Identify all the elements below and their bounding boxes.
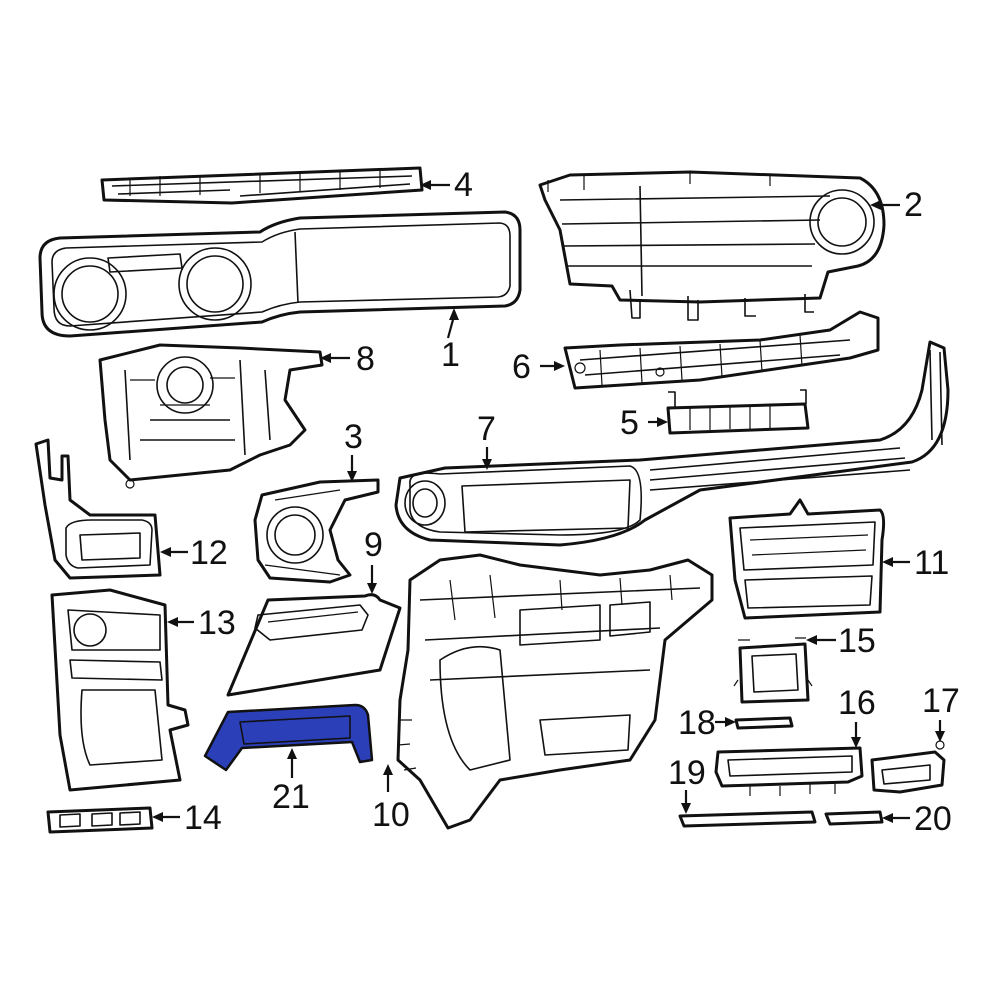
callout-9: 9 <box>364 526 383 564</box>
callout-4: 4 <box>454 166 473 204</box>
callout-10: 10 <box>372 796 410 834</box>
part-4-trim-strip <box>100 166 424 205</box>
callout-17: 17 <box>922 682 960 720</box>
callout-7: 7 <box>477 410 496 448</box>
callout-18: 18 <box>678 704 716 742</box>
part-12-side-bezel <box>34 438 162 580</box>
part-17-switch-block <box>870 740 946 794</box>
part-13-console-panel <box>50 588 190 792</box>
callout-8: 8 <box>356 340 375 378</box>
callout-20: 20 <box>914 800 952 838</box>
callout-1: 1 <box>441 336 460 374</box>
part-19-strip <box>678 810 817 828</box>
part-7-instrument-panel <box>394 340 950 547</box>
part-21-highlighted-tray <box>203 703 374 772</box>
part-8-column-bracket <box>98 343 324 489</box>
callout-12: 12 <box>190 534 228 572</box>
part-11-center-bezel <box>728 498 886 620</box>
callout-6: 6 <box>512 348 531 386</box>
callout-15: 15 <box>838 622 876 660</box>
part-14-switch-bezel <box>46 806 154 834</box>
part-9-glove-door <box>226 593 402 697</box>
callout-3: 3 <box>344 418 363 456</box>
part-20-strip <box>824 810 884 826</box>
part-1-bezel <box>38 210 522 338</box>
part-5-clip-bar <box>666 389 810 435</box>
leader-lines <box>152 180 945 823</box>
part-6-bracket <box>563 310 880 390</box>
callout-16: 16 <box>838 684 876 722</box>
part-3-bezel-bracket <box>253 478 380 584</box>
callout-labels: 1 2 3 4 5 6 7 8 9 10 11 12 13 14 15 16 1… <box>184 166 960 838</box>
callout-13: 13 <box>198 604 236 642</box>
callout-19: 19 <box>668 754 706 792</box>
part-10-lower-structure <box>396 553 714 830</box>
callout-5: 5 <box>620 404 639 442</box>
callout-2: 2 <box>904 186 923 224</box>
part-15-housing <box>733 637 813 704</box>
callout-14: 14 <box>184 799 222 837</box>
callout-21: 21 <box>272 778 310 816</box>
part-16-switch-panel <box>714 746 864 796</box>
part-18-strip <box>734 716 794 730</box>
callout-11: 11 <box>914 544 949 582</box>
part-2-cluster-housing <box>538 170 886 321</box>
